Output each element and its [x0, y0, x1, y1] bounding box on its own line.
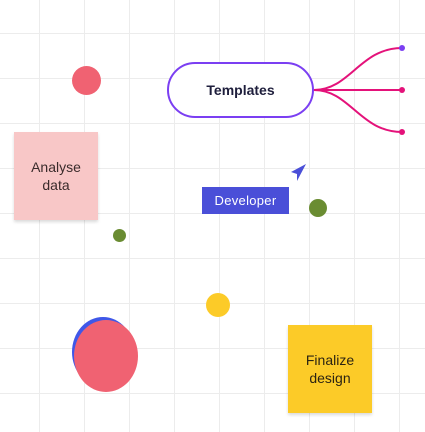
- sticky-note-text: Analyse data: [31, 159, 81, 193]
- mindmap-branch-top: [313, 47, 403, 91]
- developer-tag-label: Developer: [214, 193, 277, 208]
- red-dot-shape[interactable]: [72, 66, 101, 95]
- mindmap-endpoint-middle: [399, 87, 405, 93]
- sticky-note-finalize-design[interactable]: Finalize design: [288, 325, 372, 413]
- overlapping-circles-shape[interactable]: [70, 315, 142, 395]
- mindmap-branches: [313, 45, 405, 135]
- mindmap-endpoint-top: [399, 45, 405, 51]
- sticky-note-text: Finalize design: [305, 352, 355, 386]
- sticky-note-analyse-data[interactable]: Analyse data: [14, 132, 98, 220]
- red-circle-shape: [74, 320, 138, 392]
- green-dot-shape[interactable]: [309, 199, 327, 217]
- mindmap-branch-bottom: [313, 89, 403, 133]
- mindmap-endpoint-bottom: [399, 129, 405, 135]
- yellow-dot-shape[interactable]: [206, 293, 230, 317]
- mindmap-root-node[interactable]: Templates: [167, 62, 314, 118]
- cursor-arrow-icon: [291, 164, 306, 181]
- developer-tag[interactable]: Developer: [202, 187, 289, 214]
- mindmap-root-label: Templates: [206, 82, 275, 98]
- small-green-dot-shape[interactable]: [113, 229, 126, 242]
